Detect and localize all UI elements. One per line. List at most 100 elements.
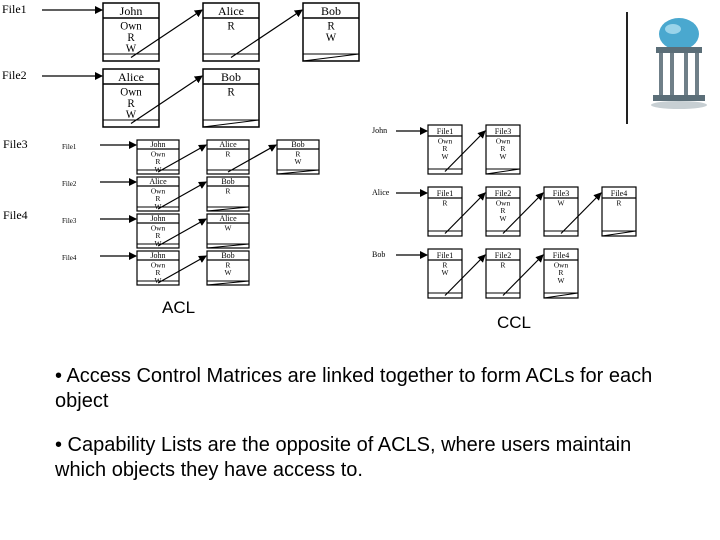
- null-pointer: [206, 243, 250, 249]
- node-right: W: [155, 202, 162, 211]
- node-box: [543, 248, 579, 299]
- node-right: Own: [496, 199, 511, 208]
- node-header: John: [150, 251, 165, 260]
- node-header: Bob: [291, 140, 304, 149]
- node-right: R: [156, 157, 161, 166]
- node-header: File3: [553, 189, 569, 198]
- node-header: John: [120, 4, 143, 18]
- bullet-acl: • Access Control Matrices are linked tog…: [55, 365, 653, 412]
- node-box: [543, 186, 579, 237]
- node-right: Own: [554, 261, 569, 270]
- link-arrow: [130, 9, 203, 58]
- node-box: [601, 186, 637, 237]
- null-pointer: [206, 206, 250, 212]
- node-right: R: [327, 20, 335, 32]
- link-arrow: [444, 130, 486, 172]
- node-right: Own: [120, 86, 142, 98]
- ccl-caption: CCL: [497, 313, 532, 332]
- null-pointer: [302, 53, 360, 62]
- node-right: R: [443, 199, 448, 208]
- node-header: Alice: [118, 70, 144, 84]
- node-right: Own: [151, 224, 166, 233]
- row-label: File2: [2, 68, 27, 82]
- node-header: John: [150, 140, 165, 149]
- row-label: File1: [62, 143, 77, 151]
- node-right: Own: [151, 261, 166, 270]
- node-box: [485, 186, 521, 237]
- node-header: File2: [495, 189, 511, 198]
- link-arrow: [560, 192, 602, 234]
- node-header: File3: [495, 127, 511, 136]
- node-header: Bob: [221, 251, 234, 260]
- node-header: Alice: [219, 140, 237, 149]
- building-logo-icon: [651, 18, 707, 109]
- node-right: W: [558, 276, 565, 285]
- node-header: Alice: [219, 214, 237, 223]
- node-box: [427, 248, 463, 299]
- row-label: File1: [2, 2, 27, 16]
- node-box: [276, 139, 320, 175]
- node-box: [206, 139, 250, 175]
- side-label: File3: [3, 137, 28, 151]
- null-pointer: [485, 168, 521, 175]
- link-arrow: [230, 9, 303, 58]
- node-right: W: [442, 268, 449, 277]
- row-label: File2: [62, 180, 77, 188]
- node-right: W: [326, 32, 337, 44]
- divider-line: [626, 12, 628, 124]
- node-header: John: [150, 214, 165, 223]
- node-header: Bob: [221, 177, 234, 186]
- node-right: R: [156, 194, 161, 203]
- node-right: Own: [438, 137, 453, 146]
- node-box: [136, 213, 180, 249]
- node-right: R: [127, 32, 135, 44]
- node-right: W: [126, 109, 137, 121]
- row-label: Bob: [372, 250, 385, 259]
- link-arrow: [502, 254, 544, 296]
- node-right: W: [295, 157, 302, 166]
- node-right: R: [296, 150, 301, 159]
- node-box: [102, 68, 160, 128]
- side-label: File4: [3, 208, 28, 222]
- node-header: File2: [495, 251, 511, 260]
- node-right: Own: [151, 187, 166, 196]
- link-arrow: [502, 192, 544, 234]
- link-arrow: [157, 218, 207, 247]
- null-pointer: [202, 119, 260, 128]
- node-right: R: [156, 268, 161, 277]
- node-box: [302, 2, 360, 62]
- node-box: [206, 250, 250, 286]
- null-pointer: [601, 230, 637, 237]
- row-label: Alice: [372, 188, 390, 197]
- row-label: John: [372, 126, 387, 135]
- node-right: R: [501, 144, 506, 153]
- node-box: [136, 176, 180, 212]
- node-right: R: [156, 231, 161, 240]
- row-label: File3: [62, 217, 77, 225]
- node-box: [202, 68, 260, 128]
- link-arrow: [157, 181, 207, 210]
- node-right: W: [500, 152, 507, 161]
- node-box: [102, 2, 160, 62]
- node-box: [485, 124, 521, 175]
- node-header: File4: [553, 251, 569, 260]
- link-arrow: [444, 192, 486, 234]
